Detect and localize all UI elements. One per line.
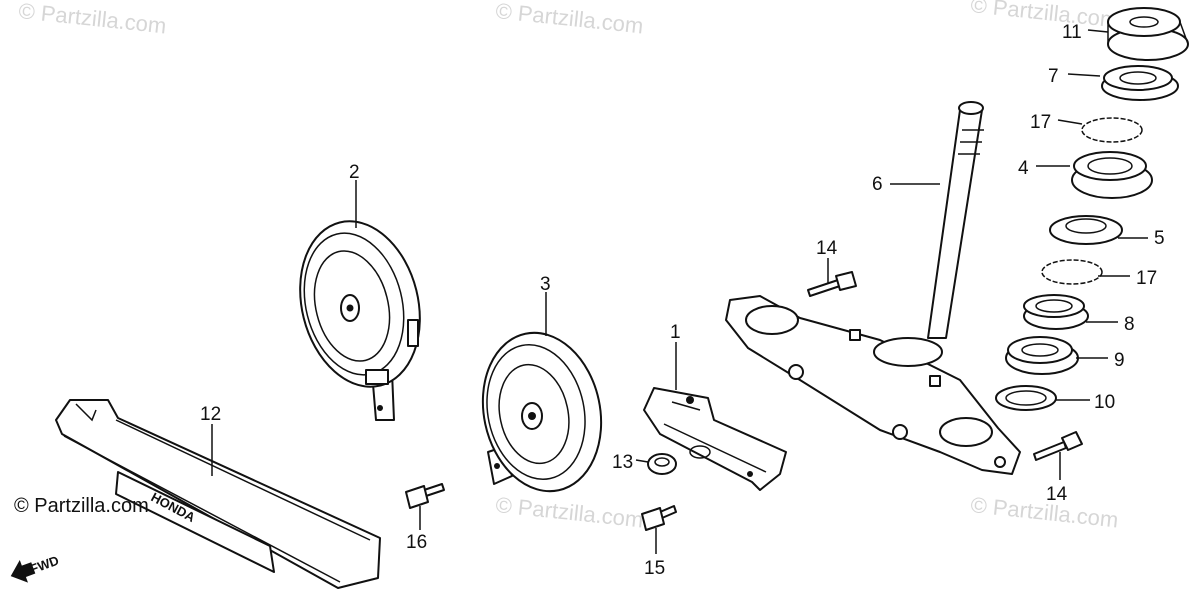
watermark-bottom-center: © Partzilla.com xyxy=(494,492,644,532)
seal-washer[interactable] xyxy=(995,385,1057,411)
top-cone-race[interactable] xyxy=(1101,65,1179,101)
bottom-ball-race[interactable] xyxy=(1049,215,1123,245)
callout-bolt-16: 16 xyxy=(406,532,427,553)
callout-washer: 10 xyxy=(1094,392,1115,413)
callout-cone-upper: 4 xyxy=(1018,158,1029,179)
fwd-arrow: FWD xyxy=(10,553,61,583)
horn-large[interactable] xyxy=(283,208,436,421)
lower-ball-bearings[interactable] xyxy=(1041,259,1103,285)
callout-seal: 9 xyxy=(1114,350,1125,371)
watermark-top-center: © Partzilla.com xyxy=(494,0,644,38)
callout-bracket: 1 xyxy=(670,322,681,343)
callout-bottom-cover: 12 xyxy=(200,404,221,425)
watermark-bottom-right: © Partzilla.com xyxy=(969,492,1119,532)
bolt-left-14[interactable] xyxy=(807,271,857,297)
callout-horn-small: 3 xyxy=(540,274,551,295)
horn-bracket[interactable] xyxy=(643,387,787,491)
horn-small[interactable] xyxy=(469,322,616,503)
callout-race-lower: 8 xyxy=(1124,314,1135,335)
callout-bolt-left: 14 xyxy=(816,238,838,259)
callout-stem: 6 xyxy=(872,174,883,195)
watermark-top-right: © Partzilla.com xyxy=(969,0,1119,32)
under-bracket[interactable] xyxy=(725,295,1021,475)
bolt-16[interactable] xyxy=(405,483,445,509)
callout-race-top: 7 xyxy=(1048,66,1059,87)
top-ball-race[interactable] xyxy=(1071,151,1153,199)
bolt-right-14[interactable] xyxy=(1033,431,1083,461)
callout-nut-13: 13 xyxy=(612,452,633,473)
fwd-label: FWD xyxy=(28,553,61,577)
bottom-cone-race[interactable] xyxy=(1023,294,1089,330)
callout-balls-upper: 17 xyxy=(1030,112,1051,133)
callout-balls-lower: 17 xyxy=(1136,268,1157,289)
upper-ball-bearings[interactable] xyxy=(1081,117,1143,143)
partzilla-brand-line-1: © Partzilla.com xyxy=(14,495,149,517)
steering-stem-nut[interactable] xyxy=(1107,7,1189,61)
callout-nut-top: 11 xyxy=(1062,22,1082,43)
callout-bolt-right: 14 xyxy=(1046,484,1068,505)
bolt-15[interactable] xyxy=(641,505,677,531)
callout-horn-large: 2 xyxy=(349,162,360,183)
bottom-cover[interactable]: HONDA xyxy=(55,399,381,589)
steering-stem[interactable] xyxy=(927,101,984,339)
nut-13[interactable] xyxy=(647,453,677,475)
dust-seal[interactable] xyxy=(1005,336,1079,375)
callout-cone-lower: 5 xyxy=(1154,228,1165,249)
callout-bolt-15: 15 xyxy=(644,558,665,579)
watermark-top-left: © Partzilla.com xyxy=(17,0,167,38)
